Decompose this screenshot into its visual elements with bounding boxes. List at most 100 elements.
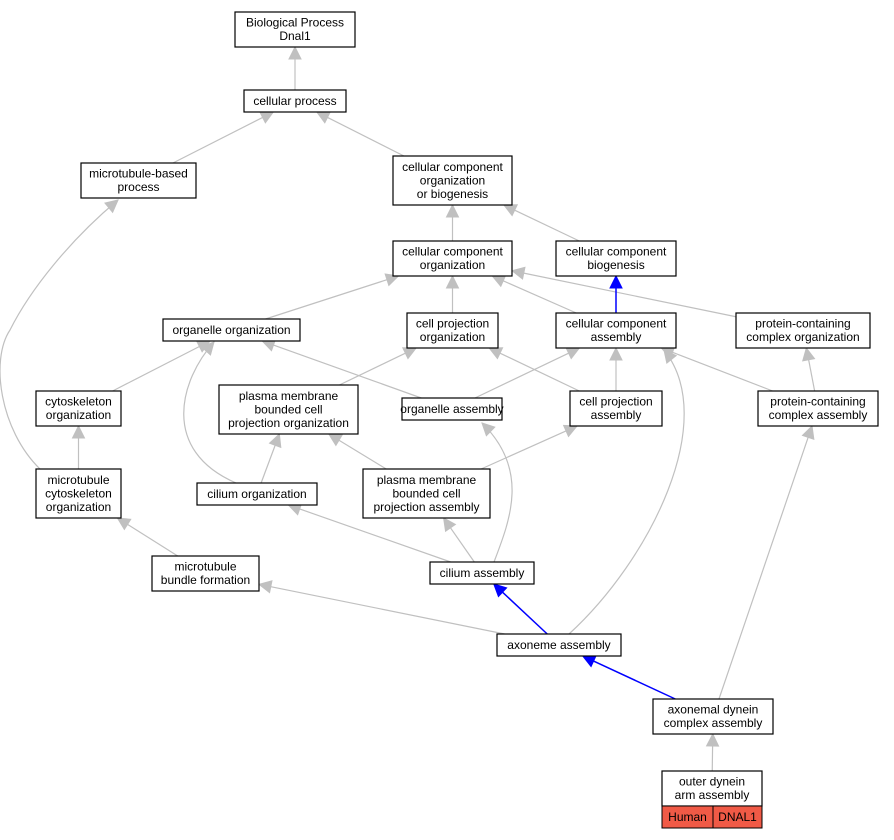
node-cilium-assembly[interactable]: cilium assembly (429, 561, 535, 585)
node-box (35, 390, 122, 427)
arrowhead-icon (481, 422, 496, 437)
edge-cc_biogenesis-to-ccob (514, 209, 580, 242)
node-box (555, 240, 677, 277)
node-organelle-assembly[interactable]: organelle assembly (400, 397, 504, 421)
node-label-line: bounded cell (254, 402, 322, 416)
node-label-line: organization (420, 330, 485, 344)
node-label-line: cellular process (253, 94, 336, 108)
node-label-line: plasma membrane (377, 473, 477, 487)
edge-pc_complex_assembly-to-cc_assembly (672, 351, 773, 392)
arrowhead-icon (327, 433, 343, 447)
arrowhead-icon (802, 346, 816, 362)
edge-axonemal_dynein_complex_assembly-to-axoneme_assembly (593, 660, 676, 700)
node-box (661, 770, 763, 807)
node-organelle-organization[interactable]: organelle organization (162, 318, 301, 342)
node-label-line: projection organization (228, 416, 349, 430)
node-box (162, 318, 301, 342)
node-label-line: cell projection (416, 317, 489, 331)
arrowhead-icon (705, 732, 720, 747)
node-label-line: organization (46, 500, 111, 514)
node-label-line: biogenesis (587, 258, 644, 272)
arrowhead-icon (609, 274, 623, 289)
node-label-line: plasma membrane (239, 389, 339, 403)
edge-pc_complex_assembly-to-pc_complex_organization (808, 359, 816, 392)
node-label-line: assembly (591, 330, 642, 344)
edge-ccob-to-cellular_process (327, 116, 405, 157)
node-cellular-process[interactable]: cellular process (243, 89, 347, 113)
node-label-line: cytoskeleton (45, 395, 112, 409)
node-label-line: complex assembly (664, 716, 763, 730)
edge-pmbcp_organization-to-cell_projection_organization (339, 352, 406, 386)
edge-pc_complex_organization-to-cc_organization (523, 272, 737, 318)
node-box (218, 384, 359, 435)
node-label-line: protein-containing (755, 317, 850, 331)
node-box (392, 240, 513, 277)
edge-cc_assembly-to-cc_organization (502, 280, 577, 314)
edge-cilium_organization-to-pmbcp_organization (260, 445, 276, 484)
node-label-line: projection assembly (373, 500, 479, 514)
node-box (569, 390, 663, 427)
node-label-line: bundle formation (161, 573, 250, 587)
node-box (35, 468, 122, 519)
node-label-line: organelle organization (172, 323, 290, 337)
node-label-line: microtubule (47, 473, 109, 487)
node-label-line: axoneme assembly (507, 638, 610, 652)
node-label-line: Biological Process (246, 16, 344, 30)
node-label-line: cilium organization (207, 487, 306, 501)
node-label-line: cellular component (402, 160, 503, 174)
edge-microtubule_cytoskeleton_organization-to-microtubule_based_process (0, 199, 119, 470)
node-box (234, 11, 356, 48)
annotation-cell-label: Human (668, 810, 707, 824)
node-box (652, 698, 774, 735)
edge-organelle_organization-to-cc_organization (265, 279, 388, 320)
node-box (757, 390, 879, 427)
node-box (555, 312, 677, 349)
node-label-line: arm assembly (675, 788, 750, 802)
arrowhead-icon (562, 424, 579, 438)
edge-cytoskeleton_organization-to-organelle_organization (112, 345, 200, 392)
node-label-line: assembly (591, 408, 642, 422)
edge-organelle_assembly-to-cc_assembly (474, 352, 569, 399)
edge-microtubule_bundle_formation-to-microtubule_cytoskeleton_organization (127, 523, 179, 557)
annotation-cell[interactable] (712, 805, 763, 829)
arrowhead-icon (445, 203, 460, 218)
edge-axonemal_dynein_complex_assembly-to-pc_complex_assembly (718, 437, 809, 700)
arrowhead-icon (384, 273, 400, 287)
node-axoneme-assembly[interactable]: axoneme assembly (496, 633, 622, 657)
node-label-line: organization (46, 408, 111, 422)
arrowhead-icon (609, 346, 623, 361)
node-label-line: complex organization (746, 330, 859, 344)
node-box (406, 312, 499, 349)
arrowhead-icon (510, 266, 526, 280)
node-label-line: Dnal1 (279, 29, 311, 43)
node-box (196, 482, 318, 506)
node-label-line: cellular component (566, 245, 667, 259)
edge-cilium_assembly-to-organelle_assembly (481, 422, 513, 563)
node-box (496, 633, 622, 657)
edge-cilium_assembly-to-pmbcp_assembly (449, 527, 475, 563)
node-box (243, 89, 347, 113)
node-box (392, 155, 513, 206)
arrowhead-icon (492, 583, 508, 598)
node-cilium-organization[interactable]: cilium organization (196, 482, 318, 506)
arrowhead-icon (71, 424, 86, 439)
